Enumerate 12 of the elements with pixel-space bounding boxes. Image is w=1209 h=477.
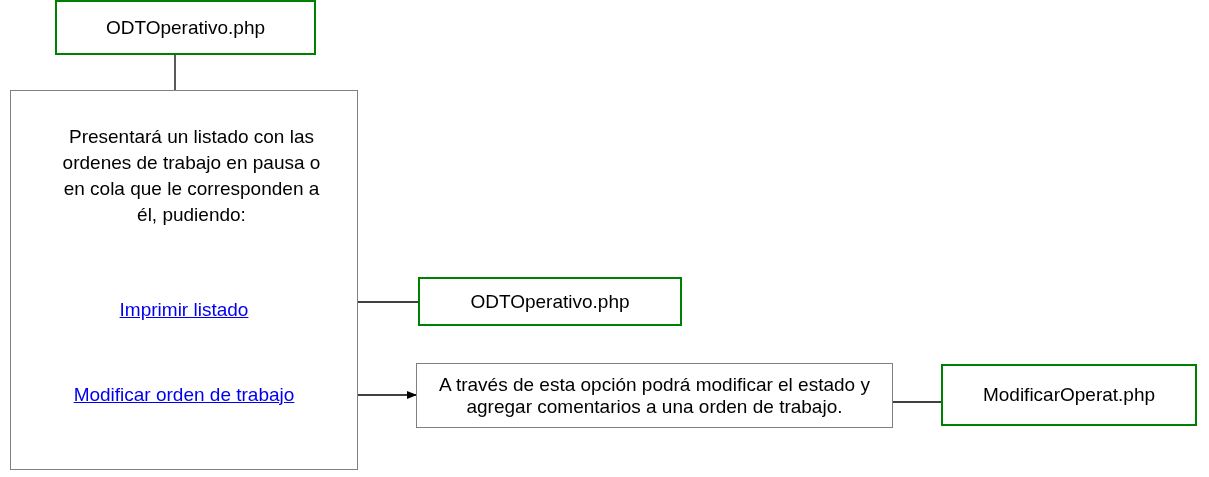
connector-line: [357, 301, 419, 303]
connector-line: [174, 54, 176, 91]
description-text: Presentará un listado con las ordenes de trabajo en pausa o en cola que le corresponden a él, pudiendo:: [61, 125, 322, 227]
file-box: ModificarOperat.php: [941, 364, 1197, 426]
file-box: ODTOperativo.php: [55, 0, 316, 55]
description-box: [10, 90, 358, 470]
file-box: ODTOperativo.php: [418, 277, 682, 326]
process-box: A través de esta opción podrá modificar el estado y agregar comentarios a una orden de trabajo.: [416, 363, 893, 428]
arrow: [357, 391, 417, 399]
connector-line: [892, 401, 942, 403]
link: Modificar orden de trabajo: [73, 383, 295, 407]
link: Imprimir listado: [119, 298, 249, 322]
